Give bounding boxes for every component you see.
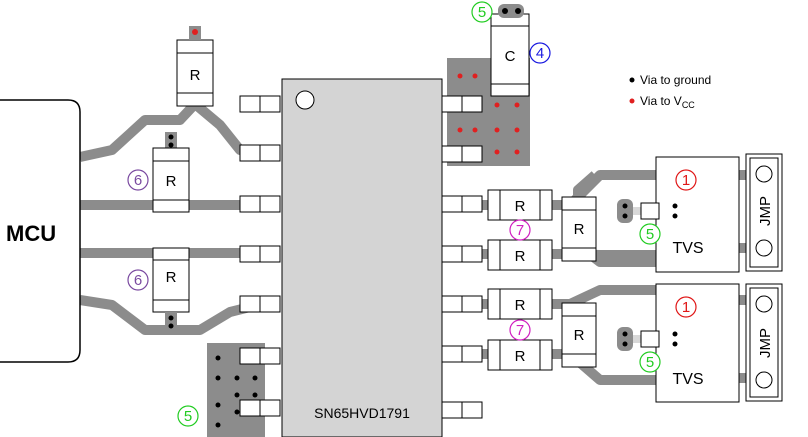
legend: Via to ground Via to VCC	[619, 63, 736, 117]
jmp-top	[745, 153, 783, 272]
legend-ground-label: Via to ground	[640, 73, 711, 87]
tvs-bottom	[640, 283, 740, 403]
callout-5-tvs-bottom	[639, 351, 661, 373]
series-r1-label: R	[515, 198, 526, 215]
callout-7-top	[509, 219, 531, 241]
pin1-marker	[295, 90, 315, 110]
legend-vcc-label: Via to VCC	[640, 94, 695, 110]
callout-4	[529, 42, 551, 64]
svg-text:5: 5	[646, 226, 654, 243]
legend-vcc-dot	[629, 98, 635, 104]
series-r2-label: R	[515, 248, 526, 265]
svg-text:5: 5	[646, 354, 654, 371]
resistor-mcu-top-label: R	[166, 173, 177, 190]
svg-text:6: 6	[134, 272, 142, 289]
tvs-top	[640, 156, 740, 273]
trace-mcu-1	[78, 100, 199, 162]
chip-label: SN65HVD1791	[314, 405, 410, 421]
resistor-mcu-bottom	[152, 247, 190, 330]
series-resistors	[487, 189, 597, 371]
callout-5-tvs-top	[639, 223, 661, 245]
shunt-r2-label: R	[574, 327, 585, 344]
svg-text:7: 7	[516, 322, 524, 339]
callout-6-top	[127, 169, 149, 191]
trace-bot-a	[550, 285, 660, 309]
jmp-top-label: JMP	[757, 196, 774, 226]
jmp-bottom-label: JMP	[757, 328, 774, 358]
series-r4-label: R	[515, 348, 526, 365]
resistor-top-label: R	[190, 67, 201, 84]
callout-5-pour	[177, 405, 199, 427]
tvs-top-label: TVS	[672, 240, 703, 257]
callouts	[127, 1, 697, 427]
svg-text:5: 5	[184, 408, 192, 425]
callout-6-bottom	[127, 269, 149, 291]
svg-text:1: 1	[682, 299, 690, 316]
vcc-pour-vias	[457, 73, 520, 155]
ground-pour-vias	[215, 355, 258, 428]
svg-text:5: 5	[478, 4, 486, 21]
callout-numbers: 1 1 4 5 5 5 5 6 6 7 7	[134, 4, 690, 425]
shunt-r1-label: R	[574, 221, 585, 238]
callout-1-bottom	[675, 296, 697, 318]
tvs-bottom-label: TVS	[672, 371, 703, 388]
svg-text:7: 7	[516, 222, 524, 239]
resistor-mcu-bottom-label: R	[166, 269, 177, 286]
tvs-via-pads	[617, 199, 678, 351]
jmp-bottom	[745, 283, 783, 402]
capacitor	[490, 13, 530, 97]
resistor-mcu-top	[152, 132, 190, 213]
chip-body	[281, 78, 443, 437]
legend-ground-dot	[629, 77, 635, 83]
mcu-label: MCU	[6, 221, 56, 246]
callout-7-bottom	[509, 319, 531, 341]
resistor-top	[176, 26, 214, 107]
svg-text:4: 4	[536, 45, 544, 62]
svg-text:6: 6	[134, 172, 142, 189]
callout-1-top	[675, 169, 697, 191]
chip-pads-left	[239, 95, 281, 417]
svg-text:1: 1	[682, 172, 690, 189]
mcu-block	[0, 99, 81, 363]
trace-top-rb	[573, 171, 599, 198]
capacitor-label: C	[505, 48, 516, 65]
series-r3-label: R	[515, 297, 526, 314]
callout-5-cap	[471, 1, 493, 23]
cap-via-pad	[498, 4, 524, 18]
chip-pads-right	[441, 95, 483, 419]
